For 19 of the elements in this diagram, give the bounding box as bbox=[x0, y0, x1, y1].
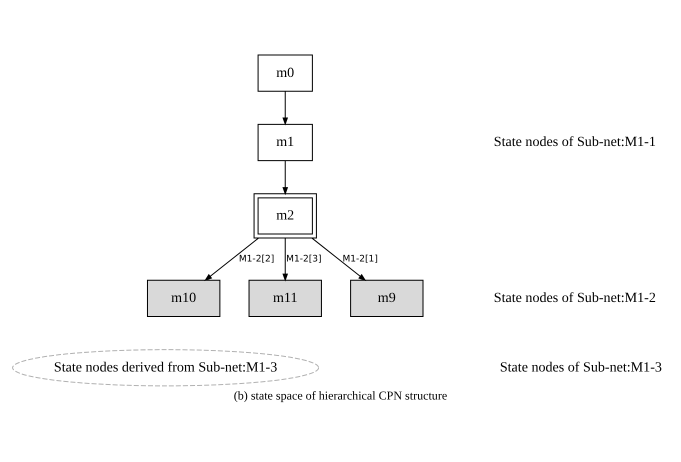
edge-label: M1-2[3] bbox=[286, 254, 322, 264]
node-box: m1 bbox=[258, 124, 313, 162]
node-box: m10 bbox=[146, 280, 220, 317]
node-box: m0 bbox=[258, 54, 313, 92]
arrow bbox=[282, 160, 288, 196]
node-box: m11 bbox=[248, 280, 322, 317]
arrow bbox=[282, 238, 288, 282]
node-box: m9 bbox=[350, 280, 424, 317]
node-box: m2 bbox=[254, 193, 317, 239]
arrow bbox=[312, 238, 366, 282]
arrow bbox=[282, 91, 288, 126]
caption: (b) state space of hierarchical CPN structure bbox=[234, 388, 448, 403]
edge-label: M1-2[1] bbox=[342, 254, 378, 264]
label: State nodes of Sub-net:M1-3 bbox=[500, 359, 662, 376]
node-ellipse: State nodes derived from Sub-net:M1-3 bbox=[12, 349, 320, 386]
label: State nodes of Sub-net:M1-2 bbox=[494, 290, 656, 306]
edge-label: M1-2[2] bbox=[238, 254, 274, 264]
arrow bbox=[204, 238, 259, 282]
label: State nodes of Sub-net:M1-1 bbox=[494, 134, 656, 150]
